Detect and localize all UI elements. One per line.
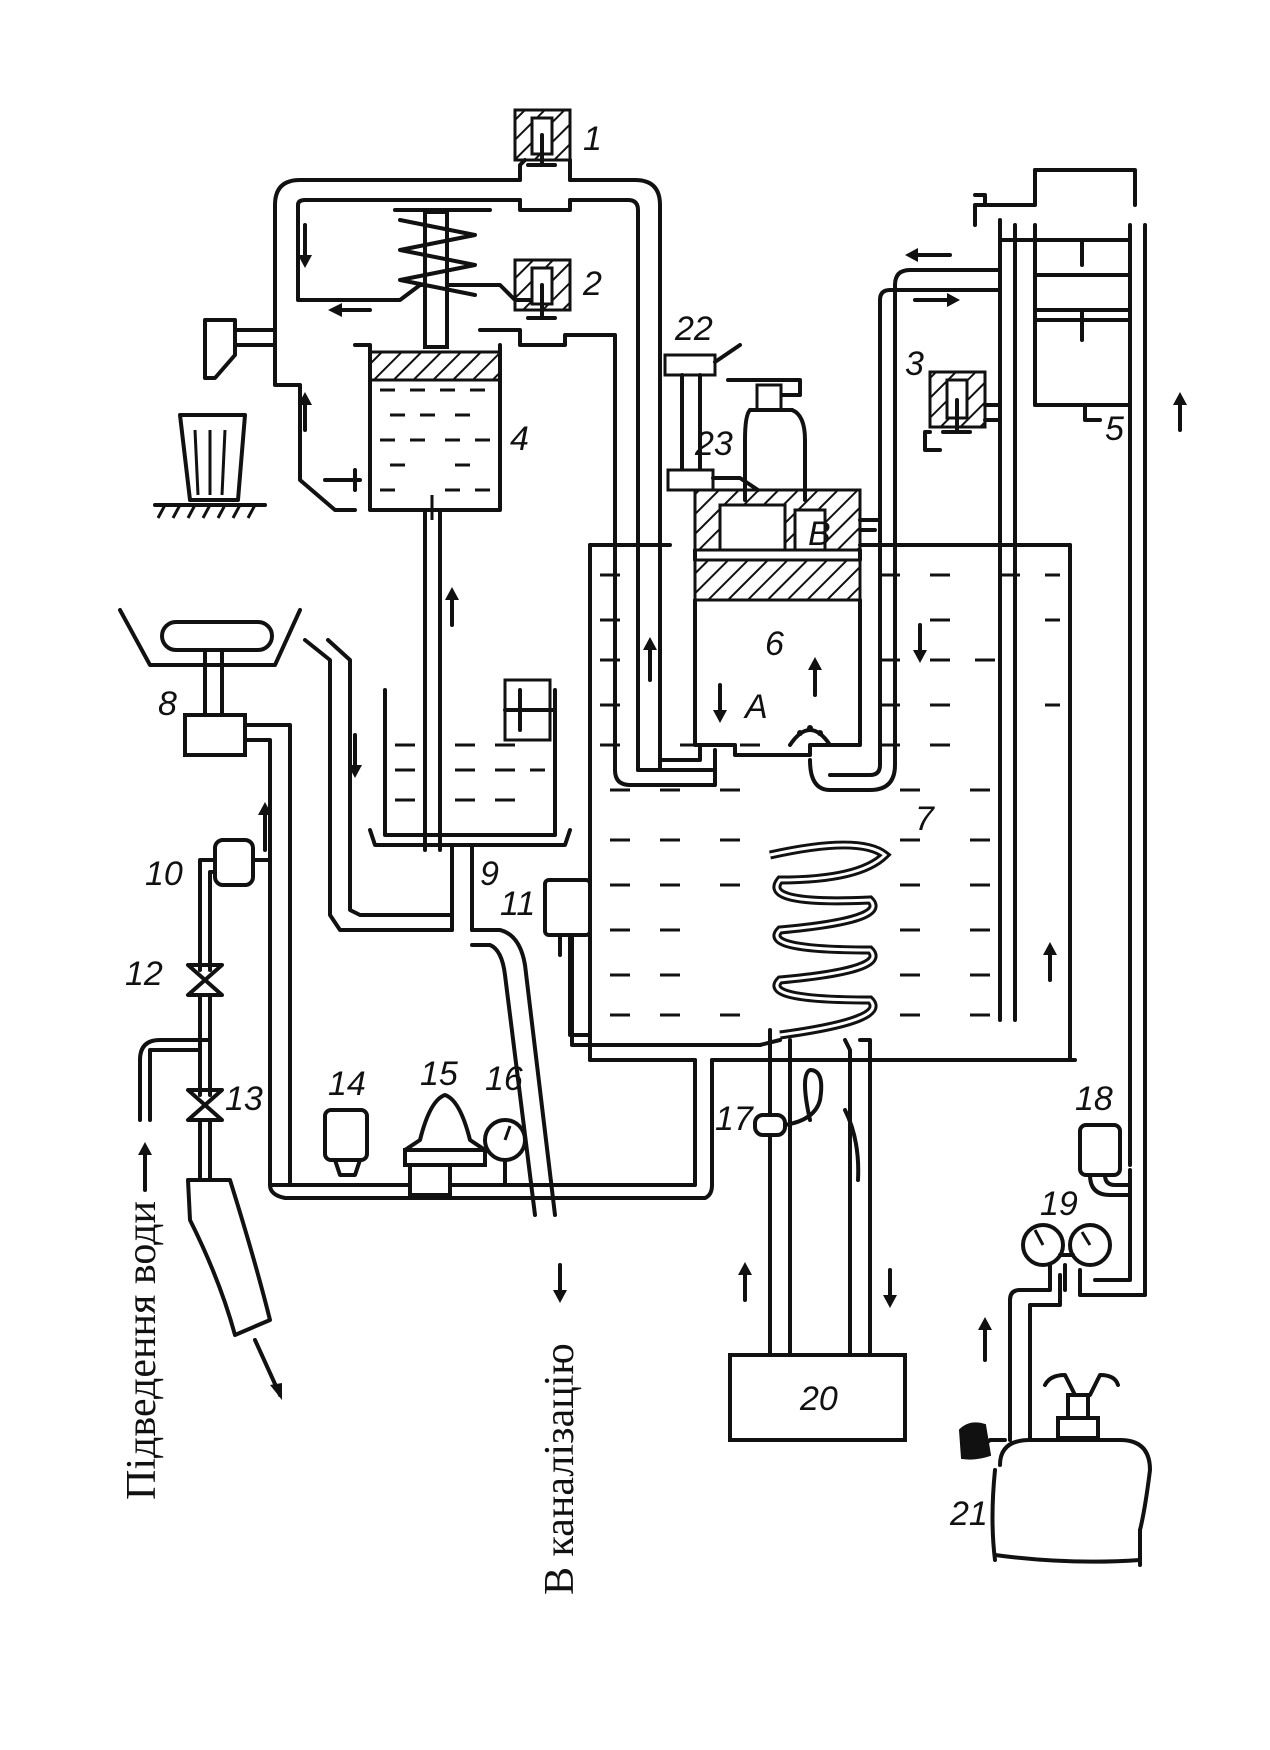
label-4: 4 bbox=[510, 420, 529, 458]
label-chamber-b: B bbox=[808, 515, 831, 553]
water-inlet bbox=[138, 838, 282, 1400]
relay-18 bbox=[1078, 1123, 1132, 1197]
solenoid-valve-2 bbox=[513, 258, 572, 320]
label-23: 23 bbox=[694, 425, 733, 463]
label-14: 14 bbox=[328, 1065, 366, 1103]
pressure-gauge-16 bbox=[483, 1118, 527, 1187]
dispense-faucet bbox=[203, 318, 277, 380]
label-7: 7 bbox=[915, 800, 935, 838]
label-9: 9 bbox=[480, 855, 499, 893]
carbonator-6 bbox=[613, 268, 1002, 792]
label-12: 12 bbox=[125, 955, 163, 993]
label-13: 13 bbox=[225, 1080, 263, 1118]
label-16: 16 bbox=[485, 1060, 523, 1098]
flow-arrows bbox=[138, 223, 1187, 1362]
pressure-regulator-15 bbox=[403, 1093, 487, 1197]
cooling-coil bbox=[758, 840, 892, 1362]
co2-cylinder-21 bbox=[958, 1373, 1152, 1567]
label-19: 19 bbox=[1040, 1185, 1078, 1223]
label-11: 11 bbox=[500, 885, 535, 923]
label-2: 2 bbox=[582, 265, 602, 303]
compressor-20 bbox=[728, 1353, 907, 1442]
label-10: 10 bbox=[145, 855, 183, 893]
reducer-19 bbox=[1008, 1168, 1147, 1442]
label-18: 18 bbox=[1075, 1080, 1113, 1118]
cup-washer-8 bbox=[118, 608, 302, 1187]
label-20: 20 bbox=[799, 1380, 838, 1418]
pressure-relay-14 bbox=[323, 1108, 369, 1177]
top-pipe-network bbox=[273, 178, 662, 772]
glass bbox=[153, 413, 267, 519]
level-sensor-11 bbox=[543, 878, 762, 1047]
solenoid-valve-3 bbox=[928, 370, 987, 434]
drain-pipe bbox=[303, 638, 557, 1217]
component-numbers: 1 2 3 4 5 6 7 8 9 10 11 12 13 14 15 16 1… bbox=[125, 120, 1124, 1533]
sewer-label: В каналізацію bbox=[537, 1343, 583, 1595]
dosing-block-4 bbox=[323, 208, 502, 852]
label-17: 17 bbox=[715, 1100, 754, 1138]
gas-distribution-5 bbox=[923, 168, 1147, 1182]
label-3: 3 bbox=[905, 345, 924, 383]
label-1: 1 bbox=[583, 120, 602, 158]
label-21: 21 bbox=[949, 1495, 988, 1533]
label-8: 8 bbox=[158, 685, 177, 723]
thermostat-17 bbox=[753, 1068, 861, 1182]
label-5: 5 bbox=[1105, 410, 1124, 448]
water-supply-label: Підведення води bbox=[119, 1201, 165, 1500]
label-15: 15 bbox=[420, 1055, 458, 1093]
label-6: 6 bbox=[765, 625, 784, 663]
label-chamber-a: A bbox=[743, 688, 768, 726]
label-22: 22 bbox=[674, 310, 713, 348]
solenoid-valve-1 bbox=[513, 108, 572, 212]
float-tank bbox=[368, 678, 572, 932]
